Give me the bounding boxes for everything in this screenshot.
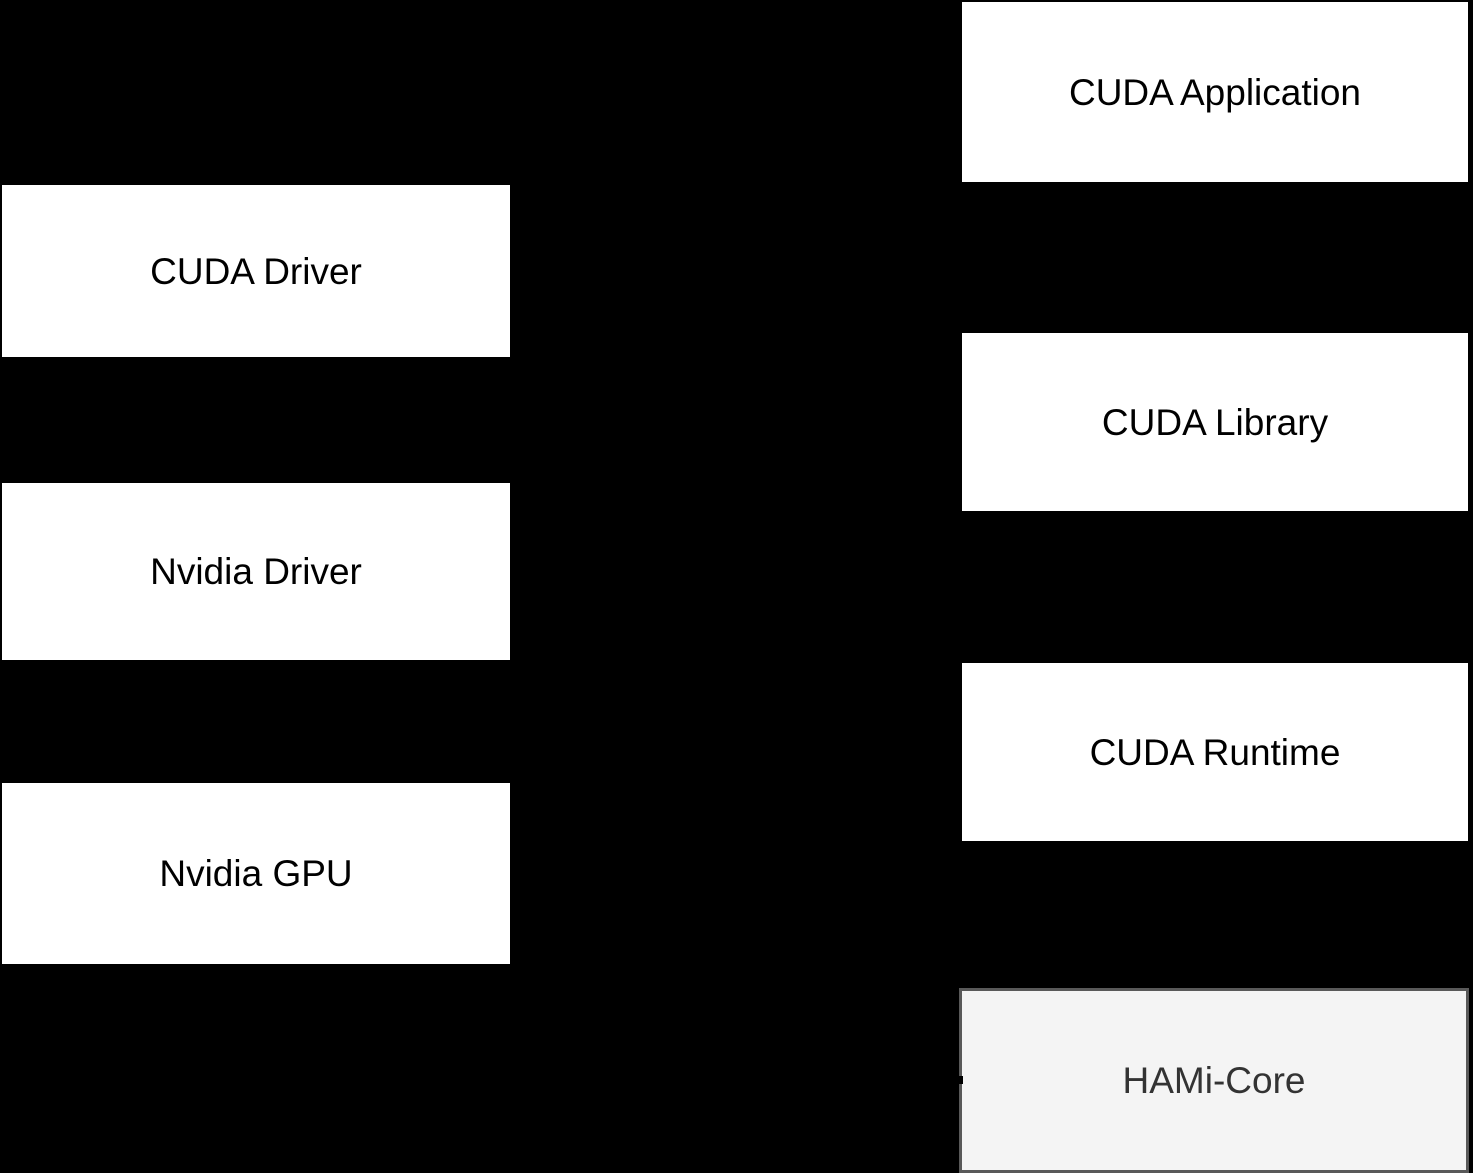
arrowhead-artifact [955, 1076, 963, 1084]
node-nvidia-gpu-label: Nvidia GPU [159, 853, 353, 894]
node-cuda-runtime-label: CUDA Runtime [1089, 731, 1341, 773]
node-hami-core: HAMi-Core [959, 988, 1469, 1173]
node-cuda-library-label: CUDA Library [1101, 401, 1329, 443]
node-cuda-library: CUDA Library [962, 333, 1468, 511]
node-cuda-driver: CUDA Driver [2, 185, 510, 357]
node-nvidia-gpu: Nvidia GPU [2, 783, 510, 964]
node-cuda-application: CUDA Application [962, 2, 1468, 182]
node-hami-core-label: HAMi-Core [1122, 1060, 1306, 1101]
node-nvidia-driver-label: Nvidia Driver [150, 551, 362, 592]
node-cuda-application-label: CUDA Application [1068, 71, 1362, 113]
node-cuda-runtime: CUDA Runtime [962, 663, 1468, 841]
node-nvidia-driver: Nvidia Driver [2, 483, 510, 660]
node-cuda-driver-label: CUDA Driver [150, 250, 362, 292]
